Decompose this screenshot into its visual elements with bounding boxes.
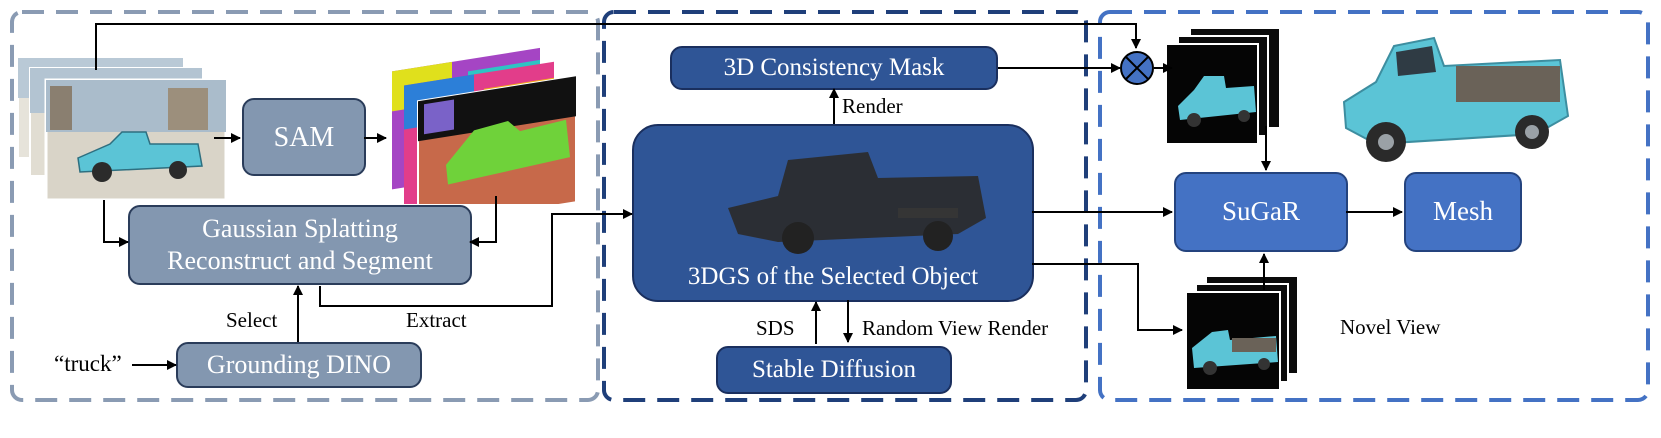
mesh-label: Mesh bbox=[1433, 196, 1493, 227]
sam-label: SAM bbox=[273, 121, 335, 153]
mask-label: 3D Consistency Mask bbox=[723, 54, 945, 82]
grounding-label: Grounding DINO bbox=[206, 349, 392, 379]
consistency-mask-box: 3D Consistency Mask bbox=[670, 46, 998, 90]
grounding-dino-box: Grounding DINO bbox=[176, 342, 422, 388]
novel-view-stack bbox=[1185, 276, 1299, 391]
stage2-border bbox=[602, 10, 1088, 402]
truck-shape bbox=[77, 131, 203, 173]
diffusion-label: Stable Diffusion bbox=[751, 356, 917, 384]
sugar-label: SuGaR bbox=[1221, 196, 1300, 227]
arrow-extract-to-object bbox=[319, 209, 633, 307]
truck-wheel bbox=[92, 162, 112, 182]
gaussian-splatting-box: Gaussian Splatting Reconstruct and Segme… bbox=[128, 205, 472, 285]
input-image-front bbox=[44, 78, 228, 202]
arrow-masks-to-gaussian bbox=[469, 196, 497, 247]
mask-front bbox=[417, 75, 577, 204]
stage1-border bbox=[10, 10, 600, 402]
sugar-box: SuGaR bbox=[1174, 172, 1348, 252]
arrow-images-to-mask-op bbox=[95, 23, 1141, 70]
arrow-object-to-novel bbox=[1032, 263, 1183, 335]
novel-view-label: Novel View bbox=[1340, 315, 1441, 339]
prompt-text: “truck” bbox=[54, 351, 122, 376]
truck-wheel bbox=[169, 161, 187, 179]
mesh-truck-render bbox=[1342, 36, 1570, 162]
gaussian-label-line2: Reconstruct and Segment bbox=[167, 246, 433, 275]
arrow-images-to-gaussian bbox=[103, 200, 129, 247]
input-images-stack bbox=[18, 57, 228, 202]
sam-masks-stack bbox=[392, 47, 577, 204]
stable-diffusion-box: Stable Diffusion bbox=[716, 346, 952, 394]
sam-box: SAM bbox=[242, 98, 366, 176]
object-label: 3DGS of the Selected Object bbox=[687, 262, 979, 290]
point-cloud-truck bbox=[728, 152, 986, 254]
mesh-box: Mesh bbox=[1404, 172, 1522, 252]
stage3-border bbox=[1098, 10, 1650, 402]
sds-label: SDS bbox=[756, 316, 795, 340]
select-label: Select bbox=[226, 308, 278, 332]
masked-truck bbox=[1178, 76, 1256, 120]
random-view-label: Random View Render bbox=[862, 316, 1049, 340]
extract-label: Extract bbox=[406, 308, 467, 332]
mask-multiply-op bbox=[1120, 51, 1154, 85]
masked-images-stack bbox=[1165, 28, 1281, 145]
truck-mask bbox=[446, 119, 570, 185]
gaussian-label-line1: Gaussian Splatting bbox=[202, 213, 398, 243]
render-label: Render bbox=[842, 94, 903, 118]
